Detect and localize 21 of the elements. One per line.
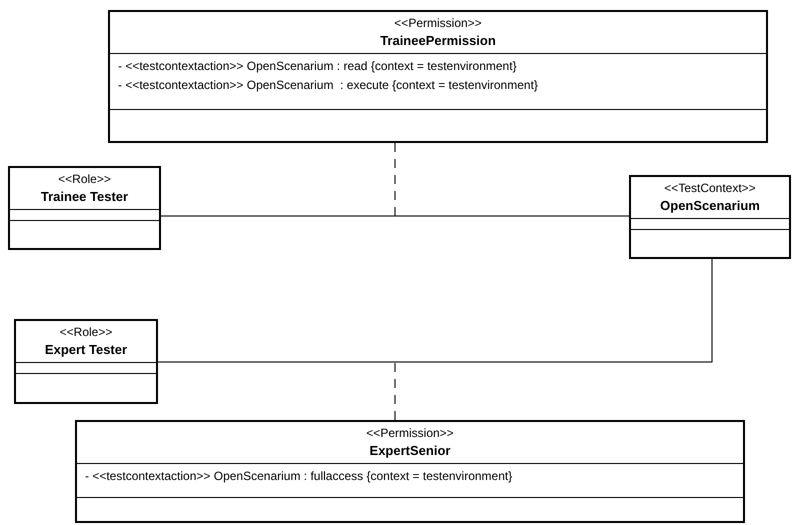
association-line — [158, 258, 712, 362]
class-name: Trainee Tester — [40, 188, 128, 206]
class-box — [8, 166, 161, 250]
association-class-link — [394, 362, 396, 420]
association-class-link — [394, 142, 396, 216]
stereotype-label: <<Permission>> — [394, 15, 482, 32]
class-box — [14, 319, 158, 404]
attribute-text: - <<testcontextaction>> OpenScenarium : read {context = testenvironment} — [118, 58, 517, 75]
stereotype-label: <<Permission>> — [366, 425, 454, 442]
class-name: TraineePermission — [380, 32, 496, 50]
stereotype-label: <<Role>> — [60, 324, 112, 341]
stereotype-label: <<Role>> — [58, 171, 111, 188]
class-box — [629, 175, 791, 259]
class-name: ExpertSenior — [370, 442, 450, 460]
class-box — [108, 10, 768, 143]
attribute-text: - <<testcontextaction>> OpenScenarium : execute {context = testenvironment} — [118, 77, 538, 94]
stereotype-label: <<TestContext>> — [664, 180, 756, 197]
class-box — [75, 420, 745, 523]
class-name: OpenScenarium — [660, 197, 760, 215]
attribute-text: - <<testcontextaction>> OpenScenarium : fullaccess {context = testenvironment} — [85, 468, 512, 485]
class-name: Expert Tester — [44, 341, 128, 359]
